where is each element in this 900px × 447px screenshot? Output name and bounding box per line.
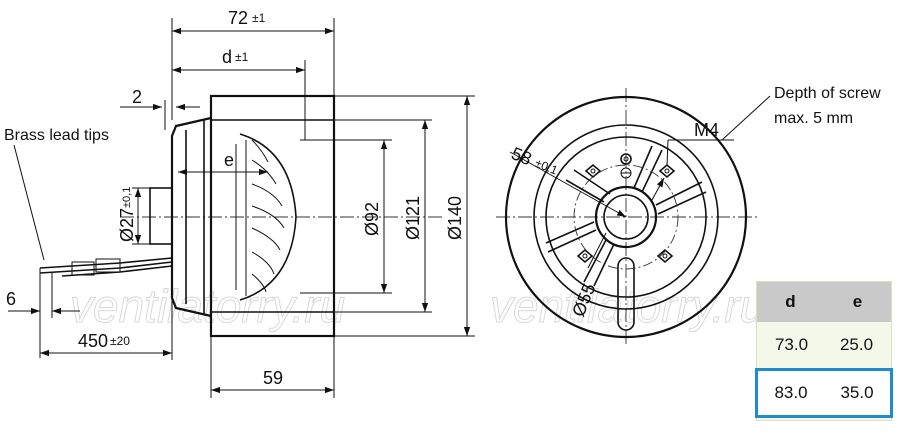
dim-d-label: d — [222, 47, 232, 67]
header-d: d — [785, 292, 796, 311]
housing-body — [209, 94, 336, 338]
dim-27-label: Ø27 — [117, 208, 137, 242]
side-view: 72 ±1 d ±1 2 e Ø27 ±0,1 Ø92 Ø121 — [4, 8, 475, 398]
dim-140-label: Ø140 — [445, 196, 465, 240]
cell-e: 35.0 — [840, 383, 874, 402]
cell-e: 25.0 — [839, 335, 874, 354]
brass-lead-tips-label: Brass lead tips — [4, 127, 109, 144]
dimension-table: d e 73.0 25.0 83.0 35.0 — [755, 281, 893, 421]
cell-d: 73.0 — [774, 335, 809, 354]
dim-450-label: 450 — [78, 331, 108, 351]
dim-59-label: 59 — [263, 368, 283, 388]
dim-e-label: e — [224, 150, 234, 170]
dim-72-label: 72 — [228, 8, 248, 28]
table-row-highlighted: 83.0 35.0 — [755, 368, 893, 418]
hub-ring — [594, 185, 658, 249]
screw-note-line2: max. 5 mm — [774, 110, 853, 127]
dim-d-tol: ±1 — [235, 50, 249, 64]
dim-58-label: 58 — [509, 143, 535, 169]
cell-d: 83.0 — [774, 383, 808, 402]
thread-m4-label: M4 — [694, 120, 719, 140]
watermark-left: ventilatorry.ru — [70, 280, 345, 332]
dim-2-label: 2 — [132, 87, 142, 107]
dim-92-label: Ø92 — [362, 202, 382, 236]
screw-hole-bl — [576, 248, 594, 264]
screw-hole-tl — [584, 163, 602, 179]
screw-hole-top — [620, 153, 632, 165]
screw-hole-br — [656, 248, 674, 264]
dim-121-label: Ø121 — [403, 196, 423, 240]
header-e: e — [852, 292, 863, 311]
screw-hole-tr — [658, 163, 676, 179]
dim-58-tol: ±0,1 — [533, 156, 560, 178]
table-row: 73.0 25.0 — [759, 322, 889, 368]
screw-note-line1: Depth of screw — [774, 85, 881, 102]
outer-ring — [504, 95, 748, 339]
dim-27-tol: ±0,1 — [121, 187, 133, 208]
dim-450-tol: ±20 — [110, 334, 130, 348]
table-header: d e — [757, 282, 891, 322]
lead-slot — [617, 257, 635, 331]
dim-6-label: 6 — [6, 289, 16, 309]
dim-72-tol: ±1 — [252, 11, 266, 25]
lead-wires — [39, 257, 173, 277]
watermark-right: ventilatorry.ru — [490, 280, 765, 332]
